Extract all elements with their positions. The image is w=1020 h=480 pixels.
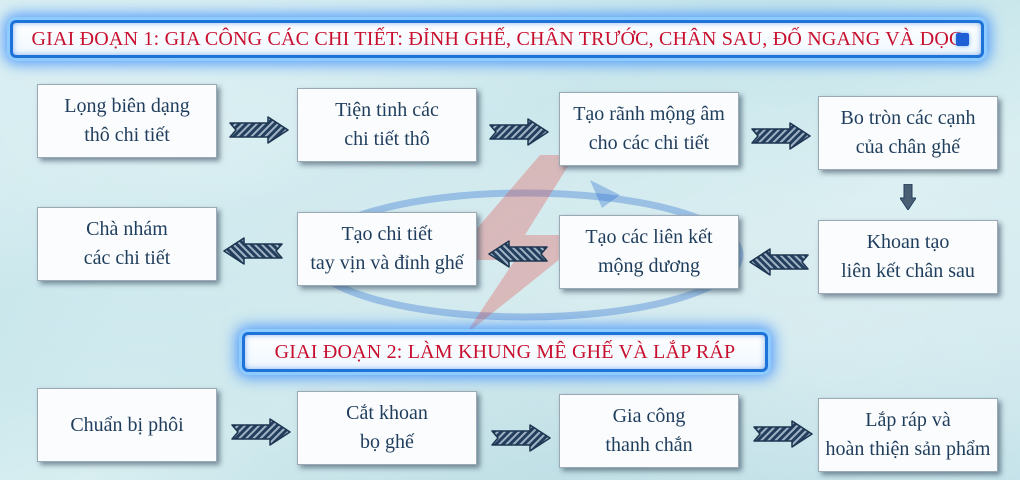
step-tien-tinh: Tiện tinh các chi tiết thô (297, 88, 477, 162)
step-tao-tay-vin: Tạo chi tiết tay vịn và đỉnh ghế (297, 212, 477, 286)
step-lap-rap: Lắp ráp và hoàn thiện sản phẩm (818, 398, 998, 472)
step-bo-tron: Bo tròn các cạnh của chân ghế (818, 96, 998, 170)
step-text: Chà nhám các chi tiết (83, 218, 171, 269)
arrow-left-icon (749, 248, 809, 276)
step-cat-khoan: Cắt khoan bọ ghế (297, 391, 477, 465)
step-text: Tạo rãnh mộng âm cho các chi tiết (573, 103, 725, 154)
step-text: Bo tròn các cạnh của chân ghế (840, 107, 976, 158)
step-tao-lien-ket-mong-duong: Tạo các liên kết mộng dương (559, 215, 739, 289)
step-text: Tiện tinh các chi tiết thô (335, 99, 439, 150)
arrow-right-icon (231, 418, 291, 446)
step-cha-nham: Chà nhám các chi tiết (37, 207, 217, 281)
step-text: Tạo chi tiết tay vịn và đỉnh ghế (310, 223, 464, 274)
arrow-right-icon (489, 118, 549, 146)
stage1-banner-text: GIAI ĐOẠN 1: GIA CÔNG CÁC CHI TIẾT: ĐỈNH… (31, 27, 963, 50)
step-tao-ranh-mong-am: Tạo rãnh mộng âm cho các chi tiết (559, 92, 739, 166)
step-text: Gia công thanh chắn (605, 405, 693, 456)
arrow-right-icon (753, 420, 813, 448)
arrow-right-icon (751, 122, 811, 150)
arrow-right-icon (491, 424, 551, 452)
arrow-right-icon (229, 116, 289, 144)
step-text: Lọng biên dạng thô chi tiết (64, 95, 190, 146)
step-text: Chuẩn bị phôi (70, 413, 184, 436)
step-text: Tạo các liên kết mộng dương (585, 226, 713, 277)
banner-square-icon (956, 33, 969, 46)
arrow-left-icon (488, 240, 548, 268)
stage2-banner-text: GIAI ĐOẠN 2: LÀM KHUNG MÊ GHẾ VÀ LẮP RÁP (274, 340, 736, 363)
stage2-banner: GIAI ĐOẠN 2: LÀM KHUNG MÊ GHẾ VÀ LẮP RÁP (242, 332, 768, 372)
step-gia-cong-thanh-chan: Gia công thanh chắn (559, 394, 739, 468)
step-khoan-tao-lien-ket: Khoan tạo liên kết chân sau (818, 220, 998, 294)
arrow-down-icon (900, 184, 916, 210)
step-long-bien-dang: Lọng biên dạng thô chi tiết (37, 84, 217, 158)
step-text: Lắp ráp và hoàn thiện sản phẩm (825, 409, 991, 460)
step-text: Khoan tạo liên kết chân sau (841, 231, 975, 282)
stage1-banner: GIAI ĐOẠN 1: GIA CÔNG CÁC CHI TIẾT: ĐỈNH… (10, 20, 984, 58)
step-chuan-bi-phoi: Chuẩn bị phôi (37, 388, 217, 462)
arrow-left-icon (223, 237, 283, 265)
step-text: Cắt khoan bọ ghế (346, 402, 428, 453)
